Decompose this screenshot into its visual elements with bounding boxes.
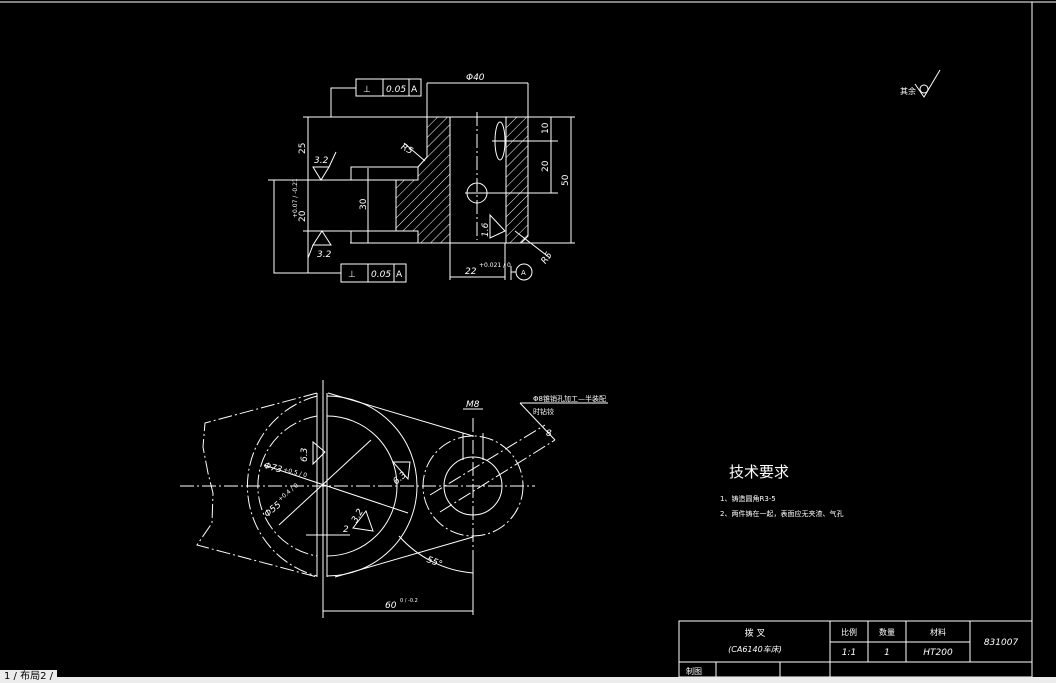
- tech-req-title: 技术要求: [729, 463, 789, 481]
- dim-bore-tolerance: +0.07 / -0.21: [292, 178, 299, 218]
- drawing-number: 831007: [984, 638, 1019, 648]
- fcf-top: ⊥ 0.05 A: [355, 78, 422, 97]
- layout-tabs[interactable]: 1 / 布局2 /: [0, 670, 57, 683]
- dim-angle-55: 55°: [425, 555, 443, 570]
- datum-symbol: [515, 263, 533, 281]
- svg-text:0.05: 0.05: [371, 270, 391, 280]
- dim-radius-r5-bottom: R5: [540, 250, 555, 266]
- material-value: HT200: [923, 648, 953, 658]
- roughness-rest-symbol: 其余: [900, 69, 941, 98]
- scale-label: 比例: [841, 627, 857, 637]
- machine-name: (CA6140车床): [728, 645, 782, 654]
- tech-req-item-2: 2、两件铸在一起，表面应无夹渣、气孔: [720, 509, 843, 518]
- dim-22-tolerance: +0.021 / 0: [479, 262, 511, 269]
- dim-inner: 30: [359, 198, 369, 210]
- hatched-wall-right: [505, 116, 529, 244]
- svg-text:A: A: [396, 270, 403, 280]
- dim-phi-73-tolerance: +0.5 / 0: [283, 466, 308, 479]
- dim-phi-73: Φ73: [262, 461, 283, 476]
- dim-60: 60: [385, 601, 397, 611]
- svg-text:A: A: [411, 85, 418, 95]
- scale-value: 1:1: [842, 648, 856, 658]
- roughness-1-6: 1.6: [481, 222, 491, 237]
- tech-req-item-1: 1、铸造圆角R3-5: [720, 494, 776, 503]
- note-taper-pin-line1: Φ8锥销孔加工—半装配: [533, 394, 606, 403]
- roughness-6-3-left: 6.3: [300, 447, 310, 462]
- quantity-label: 数量: [879, 627, 895, 637]
- dim-60-tolerance: 0 / -0.2: [400, 598, 418, 604]
- section-view: Φ40 10 20 50 25 20 +0.07 / -0.21 30 R5 R…: [268, 73, 575, 283]
- datum-label: A: [521, 269, 526, 277]
- note-taper-pin-line2: 时钻铰: [533, 407, 554, 416]
- roughness-3-2-bottom: 3.2: [317, 250, 332, 260]
- dim-m8: M8: [466, 400, 480, 410]
- layout-tab-bar[interactable]: [0, 677, 1056, 683]
- dim-8: 8: [546, 429, 552, 439]
- material-label: 材料: [930, 627, 946, 637]
- svg-text:0.05: 0.05: [386, 85, 406, 95]
- dim-25: 25: [298, 143, 308, 154]
- dim-10: 10: [541, 122, 551, 134]
- dim-diameter-40: Φ40: [466, 73, 485, 83]
- roughness-6-3-right: 6.3: [391, 470, 409, 487]
- dim-20-bore: 20: [298, 210, 308, 222]
- roughness-3-2-top: 3.2: [314, 156, 329, 166]
- fcf-bottom: ⊥ 0.05 A: [340, 263, 407, 283]
- part-name: 拨 叉: [745, 627, 766, 639]
- technical-requirements: 技术要求 1、铸造圆角R3-5 2、两件铸在一起，表面应无夹渣、气孔: [720, 463, 843, 518]
- front-view: M8 Φ8锥销孔加工—半装配 时钻铰 8 Φ73 +0.5 / 0 Φ55 +0…: [180, 380, 608, 618]
- svg-text:⊥: ⊥: [363, 85, 371, 95]
- svg-text:⊥: ⊥: [348, 270, 356, 280]
- dim-phi-55-tolerance: +0.4 / 0: [277, 482, 300, 503]
- roughness-3-2-front: 3.2: [350, 507, 366, 525]
- dim-2: 2: [343, 525, 349, 535]
- svg-text:其余: 其余: [900, 86, 916, 96]
- quantity-value: 1: [884, 648, 890, 658]
- dim-22: 22: [465, 267, 477, 277]
- title-block: 拨 叉 (CA6140车床) 比例 数量 材料 1:1 1 HT200 8310…: [678, 620, 1033, 677]
- dim-20: 20: [541, 160, 551, 172]
- drawn-by-label: 制图: [686, 666, 702, 676]
- dim-50: 50: [561, 174, 571, 186]
- dim-radius-r5-top: R5: [399, 142, 415, 157]
